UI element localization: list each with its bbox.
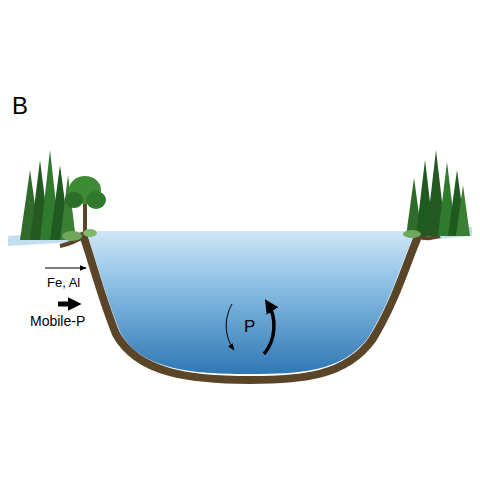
element-label: Fe, Al xyxy=(47,276,80,290)
sediment-layer xyxy=(82,232,420,380)
cycle-arrow-thin xyxy=(226,304,234,350)
shore-ground xyxy=(418,236,440,238)
flux-arrow-thick xyxy=(58,302,76,307)
pool-label: P xyxy=(244,318,255,337)
trees-right xyxy=(403,150,470,238)
flux-arrow-thin xyxy=(45,267,86,268)
panel-letter: B xyxy=(12,93,28,119)
trees-left xyxy=(20,150,106,241)
flux-label: Mobile-P xyxy=(30,314,85,329)
cycle-arrow-thick xyxy=(264,304,274,354)
